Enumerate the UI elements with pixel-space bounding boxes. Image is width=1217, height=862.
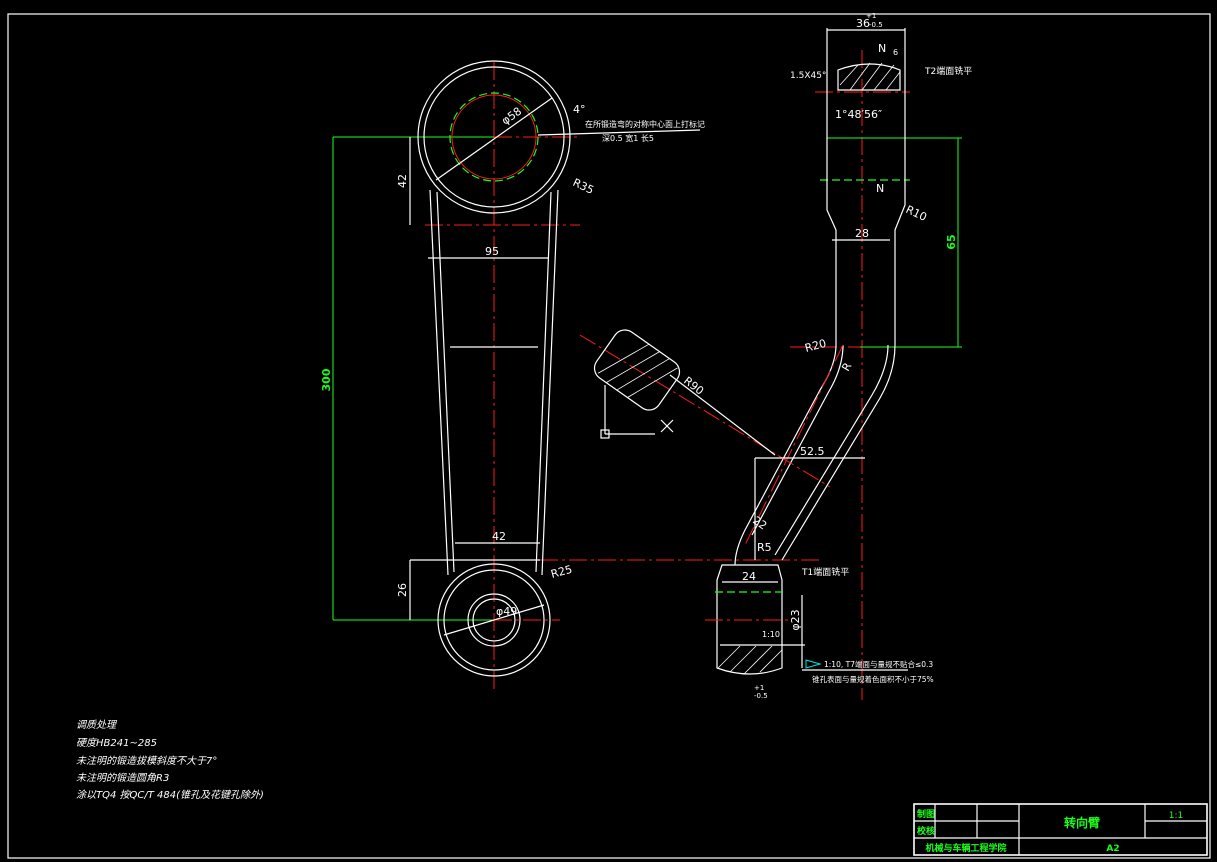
- scale: 1:1: [1169, 811, 1183, 821]
- arm-edge: [541, 189, 559, 576]
- dim-top-offset: 42: [396, 174, 409, 188]
- head-section: [837, 63, 901, 91]
- bottom-hub: [716, 564, 783, 675]
- arm-edge: [429, 189, 449, 576]
- taper-symbol-icon: [805, 659, 822, 669]
- top-boss-inner: [423, 66, 565, 208]
- note-item: 涂以TQ4 按QC/T 484(锥孔及花键孔除外): [76, 789, 264, 801]
- section-mark-bottom: N: [876, 182, 884, 195]
- hub-hatching: [717, 645, 783, 675]
- dim-width-top: 95: [485, 245, 499, 258]
- note-item: 未注明的锻造圆角R3: [76, 772, 169, 784]
- dia-bottom: φ49: [496, 605, 517, 618]
- note-item: 硬度HB241~285: [76, 737, 157, 749]
- dim-top-width: 36: [856, 17, 870, 30]
- note-item: 调质处理: [76, 719, 118, 731]
- bent-arm: [734, 344, 896, 566]
- top-hole-hidden: [449, 92, 539, 182]
- part-name: 转向臂: [1064, 815, 1100, 830]
- dim-width-bottom: 42: [492, 530, 506, 543]
- radius-r5: R5: [757, 541, 772, 554]
- sheet-size: A2: [1106, 844, 1119, 854]
- bottom-hole-outer: [467, 593, 521, 647]
- taper-label: 1:10: [762, 630, 780, 639]
- drawing-border: [7, 13, 1211, 859]
- chamfer-label: 1.5X45°: [790, 71, 826, 81]
- drawn-label: 制图: [917, 808, 935, 820]
- r90-leader: [669, 374, 776, 456]
- left-view: 300 42 95 42 26 φ58 φ49 R35 R25 4° 在所锻造弯…: [320, 60, 820, 690]
- arm-edge: [535, 191, 552, 573]
- dim-shaft: 28: [855, 227, 869, 240]
- mark-note-2: 深0.5 宽1 长5: [602, 133, 654, 143]
- angle-label: 4°: [573, 103, 586, 116]
- dim-base: 24: [742, 570, 756, 583]
- right-view: 36 +1 -0.5 N 6 1.5X45° T2端面铣平 1°48′56″ N…: [579, 12, 972, 700]
- dim-height: 65: [945, 234, 958, 249]
- top-hole: [451, 94, 537, 180]
- school-name: 机械与车辆工程学院: [925, 842, 1006, 854]
- radius-top: R35: [571, 176, 596, 197]
- head-outline: [826, 28, 906, 345]
- arm-edge: [436, 191, 455, 573]
- taper-note-1: 1:10, T7端面与量规不贴合≤0.3: [824, 659, 933, 669]
- tol-upper: +1: [866, 12, 876, 20]
- dim-n: 6: [893, 48, 898, 57]
- radius-r10: R10: [904, 203, 929, 224]
- angle-label-right: 1°48′56″: [835, 108, 882, 121]
- section-centerline: [579, 334, 831, 488]
- bottom-hole: [472, 598, 516, 642]
- centerline-diagonal: [744, 344, 844, 546]
- checked-label: 校核: [917, 825, 935, 837]
- bottom-boss-outer: [437, 563, 551, 677]
- radius-r20: R20: [803, 337, 827, 355]
- dim-offset: 52.5: [800, 445, 825, 458]
- title-block: 制图 校核 转向臂 1:1 机械与车辆工程学院 A2: [913, 803, 1208, 856]
- dia-bore: φ23: [789, 609, 802, 630]
- dim-bottom-offset: 26: [396, 583, 409, 597]
- hatching: [839, 62, 901, 91]
- ucs-icon: [600, 385, 674, 439]
- radius-r90: R90: [681, 374, 706, 398]
- face-flat-label: T2端面铣平: [924, 65, 972, 77]
- radius-r: R: [839, 360, 854, 373]
- removed-section: [593, 329, 681, 411]
- radius-bottom: R25: [549, 563, 573, 581]
- section-mark-top: N: [878, 42, 886, 55]
- taper-note-2: 锥孔表面与量规着色面积不小于75%: [812, 674, 934, 684]
- face-flat-t1: T1端面铣平: [801, 566, 849, 578]
- tol-lower-bottom: -0.5: [754, 692, 768, 700]
- dim-overall: 300: [320, 368, 333, 391]
- tol-lower: -0.5: [869, 21, 883, 29]
- top-boss-outer: [417, 60, 571, 214]
- dia-leader: [435, 97, 553, 181]
- mark-note-1: 在所锻造弯的对称中心面上打标记: [585, 119, 705, 129]
- tol-upper-bottom: +1: [754, 684, 764, 692]
- note-item: 未注明的锻造拔模斜度不大于7°: [76, 755, 217, 767]
- dim-diag: 22: [750, 514, 769, 533]
- note-leader: [537, 129, 701, 136]
- technical-notes: 调质处理 硬度HB241~285 未注明的锻造拔模斜度不大于7° 未注明的锻造圆…: [76, 719, 264, 801]
- dia-top: φ58: [499, 105, 524, 128]
- bottom-boss-inner: [443, 569, 545, 671]
- dia-leader: [443, 604, 545, 636]
